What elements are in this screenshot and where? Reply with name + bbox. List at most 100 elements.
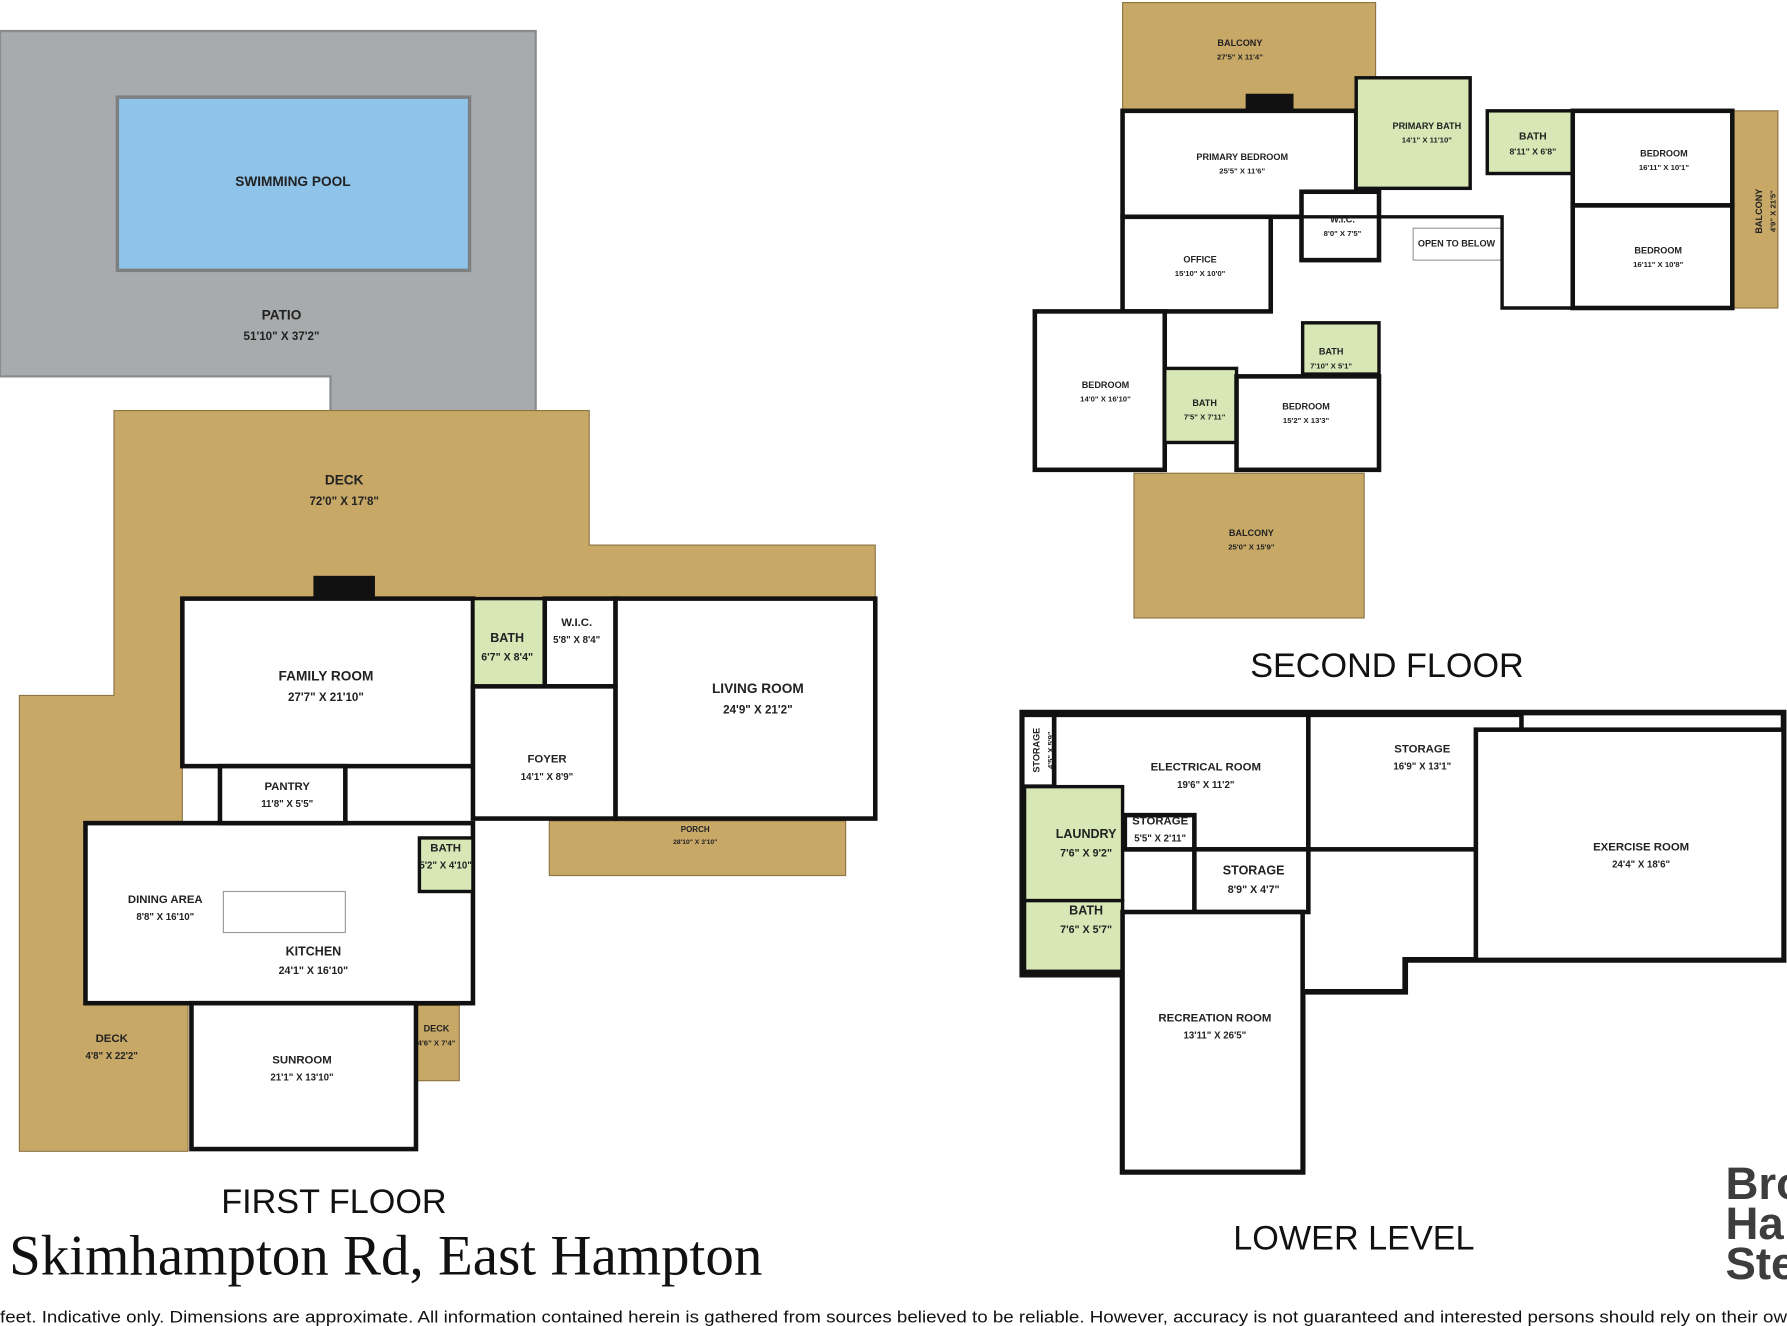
sunroom — [189, 1000, 419, 1152]
room-dimensions: 24'4" X 18'6" — [1612, 860, 1670, 871]
bedroom-e — [1570, 203, 1735, 311]
bath-5 — [1300, 321, 1381, 376]
room-name: BEDROOM — [1640, 148, 1688, 158]
room-name: BATH — [1069, 903, 1103, 917]
second-floor-plan — [1032, 1, 1779, 619]
svg-text:Bro: Bro — [1725, 1158, 1787, 1209]
room-dimensions: 11'8" X 5'5" — [261, 799, 313, 810]
first-room-label: W.I.C. 5'8" X 8'4" — [553, 617, 600, 646]
room-name: W.I.C. — [561, 617, 592, 629]
room-name: BALCONY — [1217, 38, 1262, 48]
first-room-label: DECK 4'6" X 7'4" — [418, 1024, 456, 1048]
room-name: BEDROOM — [1082, 380, 1130, 390]
room-name: LAUNDRY — [1056, 827, 1117, 841]
room-dimensions: 5'8" X 8'4" — [553, 635, 600, 646]
second-room-label: BALCONY 4'9" X 21'5" — [1754, 189, 1778, 234]
room-name: BATH — [1319, 347, 1344, 357]
room-name: PANTRY — [264, 781, 310, 793]
balcony-bottom — [1133, 472, 1365, 619]
room-dimensions: 24'9" X 21'2" — [723, 704, 792, 717]
room-name: STORAGE — [1132, 815, 1188, 827]
room-name: LIVING ROOM — [712, 681, 804, 696]
room-name: DECK — [96, 1033, 129, 1045]
room-name: SWIMMING POOL — [235, 174, 350, 189]
room-name: PRIMARY BATH — [1393, 121, 1462, 131]
room-dimensions: 14'1" X 11'10" — [1402, 136, 1452, 145]
second-floor-title: SECOND FLOOR — [1250, 647, 1524, 685]
balcony-top — [1122, 1, 1377, 112]
room-dimensions: 16'9" X 13'1" — [1393, 762, 1451, 773]
room-name: KITCHEN — [286, 944, 342, 958]
room-name: BALCONY — [1754, 189, 1764, 234]
family-room — [180, 596, 476, 769]
room-dimensions: 27'7" X 21'10" — [288, 691, 364, 704]
second-room-label: BALCONY 27'5" X 11'4" — [1217, 38, 1263, 62]
recreation-room — [1120, 909, 1305, 1175]
bath-2 — [417, 836, 475, 894]
room-dimensions: 51'10" X 37'2" — [244, 330, 320, 343]
first-room-label: KITCHEN 24'1" X 16'10" — [279, 944, 349, 977]
room-dimensions: 4'5" X 5'9" — [1046, 731, 1055, 769]
svg-text:Ste: Ste — [1725, 1238, 1787, 1289]
bath-4 — [1163, 366, 1239, 445]
room-name: SUNROOM — [272, 1055, 331, 1067]
room-dimensions: 14'0" X 16'10" — [1080, 394, 1131, 403]
room-dimensions: 7'5" X 7'11" — [1184, 413, 1226, 422]
second-room-label: BATH 7'5" X 7'11" — [1184, 398, 1226, 422]
second-room-label: BEDROOM 14'0" X 16'10" — [1080, 380, 1131, 404]
bedroom-ne — [1570, 108, 1735, 208]
room-name: RECREATION ROOM — [1158, 1012, 1271, 1024]
room-name: STORAGE — [1394, 743, 1450, 755]
room-dimensions: 24'1" X 16'10" — [279, 965, 349, 977]
room-name: BATH — [1192, 398, 1217, 408]
room-dimensions: 72'0" X 17'8" — [309, 495, 378, 508]
room-name: W.I.C. — [1330, 215, 1355, 225]
storage-mid — [1192, 847, 1311, 915]
room-dimensions: 27'5" X 11'4" — [1217, 53, 1263, 62]
fireplace-2 — [1245, 93, 1294, 111]
room-name: BEDROOM — [1282, 401, 1330, 411]
hall-walls — [1269, 215, 1573, 312]
porch — [548, 820, 847, 877]
room-name: BATH — [430, 843, 461, 855]
foyer — [470, 684, 618, 821]
room-dimensions: 4'9" X 21'5" — [1769, 190, 1778, 232]
room-dimensions: 28'10" X 3'10" — [673, 839, 717, 846]
room-dimensions: 5'5" X 2'11" — [1134, 833, 1186, 844]
room-name: DECK — [424, 1024, 450, 1034]
lower-level-plan — [1019, 709, 1787, 1175]
bath-1 — [471, 596, 547, 689]
bedroom-s — [1234, 374, 1382, 473]
room-dimensions: 25'0" X 15'9" — [1228, 543, 1275, 552]
room-name: PRIMARY BEDROOM — [1196, 152, 1288, 162]
brand-logo: Bro Ha Ste — [1725, 1158, 1787, 1289]
svg-text:Ha: Ha — [1725, 1198, 1784, 1249]
room-dimensions: 8'0" X 7'5" — [1324, 229, 1362, 238]
room-dimensions: 4'6" X 7'4" — [418, 1038, 456, 1047]
room-name: BATH — [1519, 131, 1547, 142]
lower-level-title: LOWER LEVEL — [1233, 1219, 1474, 1257]
room-name: ELECTRICAL ROOM — [1151, 762, 1261, 774]
room-dimensions: 8'8" X 16'10" — [136, 912, 194, 923]
room-name: BALCONY — [1229, 528, 1274, 538]
room-name: OPEN TO BELOW — [1418, 238, 1496, 248]
fireplace — [313, 575, 375, 599]
address: Skimhampton Rd, East Hampton — [9, 1224, 762, 1287]
room-name: BEDROOM — [1634, 245, 1682, 255]
